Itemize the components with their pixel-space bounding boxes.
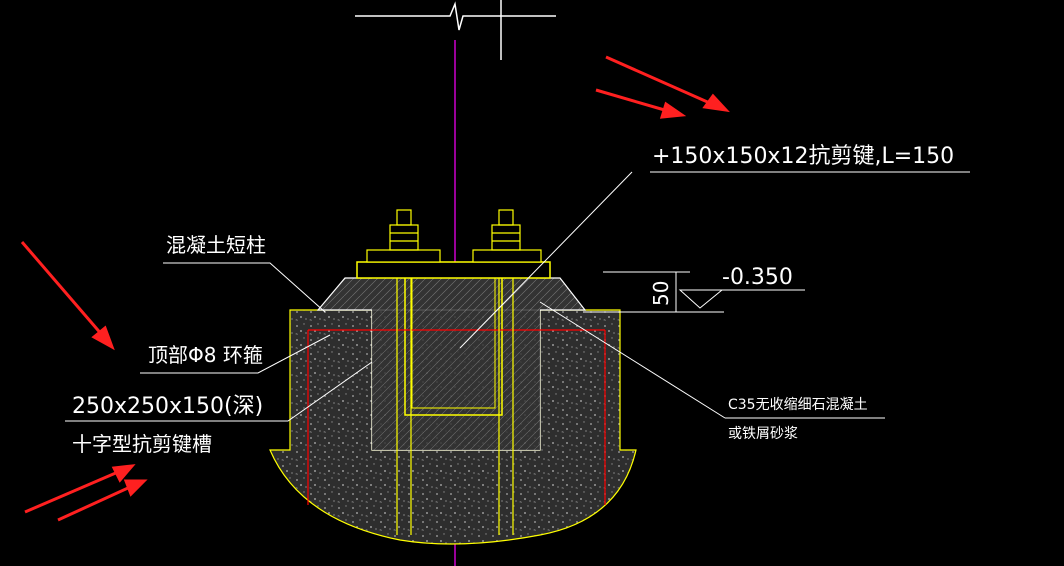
break-line-symbol [355,0,556,60]
shear-key [404,278,503,416]
red-arrows [20,55,730,522]
shear-key-label: +150x150x12抗剪键,L=150 [652,144,954,169]
washer-left [366,249,441,263]
leader-lines [65,171,970,422]
grout-label-line2: 或铁屑砂浆 [728,426,798,442]
base-plate [356,261,551,279]
slot-name-label: 十字型抗剪键槽 [72,432,212,456]
shear-key-inner [411,278,496,409]
anchor-bolt-right [491,209,521,535]
anchor-bolt-left [389,209,419,535]
grout-label-line1: C35无收缩细石混凝土 [728,397,868,413]
rebar-lines [307,329,606,505]
dimension-value: 50 [649,281,673,306]
top-stirrup-label: 顶部Φ8 环箍 [148,343,263,367]
short-column-label: 混凝土短柱 [166,233,266,257]
slot-size-label: 250x250x150(深) [72,394,263,419]
elevation-mark [583,271,805,313]
washer-right [472,249,542,263]
foundation-body [269,309,637,545]
elevation-value: -0.350 [722,265,793,290]
grout-fill [372,278,540,450]
